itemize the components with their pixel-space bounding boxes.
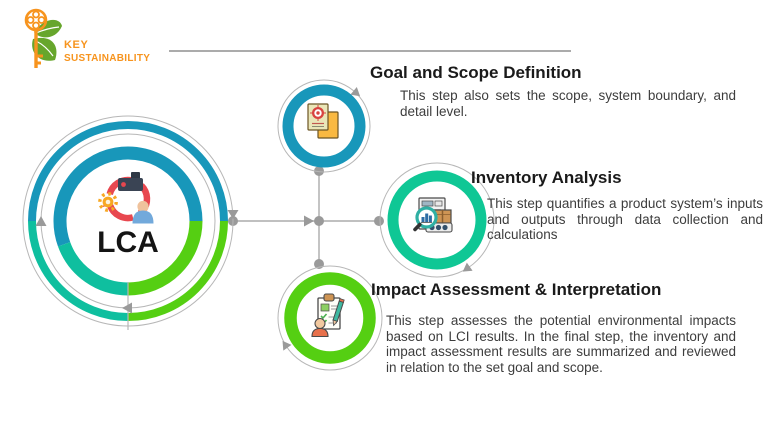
- pencil: [332, 298, 345, 327]
- goal-step-description: This step also sets the scope, system bo…: [400, 88, 736, 119]
- hub-arrow-left-icon: [122, 302, 132, 314]
- impact-guide-circle: [277, 265, 383, 371]
- header-divider-line: [169, 50, 571, 52]
- impact-step-description: This step assesses the potential environ…: [386, 313, 736, 375]
- goal-arrow-icon: [350, 86, 361, 97]
- magnifier-inventory-icon: [413, 197, 453, 233]
- projector-lens: [121, 182, 126, 187]
- lca-hub-rings: [22, 115, 239, 330]
- impact-step-title: Impact Assessment & Interpretation: [371, 280, 662, 299]
- goal-step-circle: [277, 79, 371, 173]
- hub-inner-ring-green: [127, 220, 203, 296]
- leaf-vein: [35, 26, 60, 34]
- inventory-step-description: This step quantifies a product system’s …: [487, 196, 763, 242]
- inventory-arrow-icon: [462, 262, 473, 272]
- hub-outer-ring-blue: [28, 121, 228, 222]
- brand-name: KEY SUSTAINABILITY: [64, 39, 150, 65]
- hub-outer-ring-green: [127, 220, 228, 321]
- documents-target-icon: [307, 103, 339, 139]
- hub-arrow-up-icon: [35, 216, 47, 226]
- inventory-guide-circle: [379, 162, 495, 278]
- impact-step-circle: [277, 265, 383, 371]
- connector-dot-inventory: [374, 216, 384, 226]
- brand-name-line1: KEY: [64, 39, 89, 51]
- inventory-step-title: Inventory Analysis: [471, 168, 622, 187]
- recycle-process-icon: [98, 172, 154, 224]
- goal-step-title: Goal and Scope Definition: [370, 63, 582, 82]
- inventory-step-circle: [379, 162, 495, 278]
- person-body: [132, 210, 154, 224]
- connector-dot-goal: [314, 166, 324, 176]
- projector-body: [118, 178, 143, 191]
- gear-teeth: [98, 192, 118, 212]
- hub-inner-ring-blue: [53, 146, 203, 247]
- hub-label: LCA: [97, 226, 159, 259]
- key-leaf-icon: [24, 8, 62, 68]
- gear-hole: [105, 199, 111, 205]
- clipboard-review-icon: [311, 293, 345, 338]
- connector-arrow-right-icon: [304, 215, 314, 227]
- brand-name-line2: SUSTAINABILITY: [64, 53, 151, 64]
- impact-arrow-icon: [282, 340, 292, 351]
- hub-inner-ring-teal: [57, 241, 129, 296]
- hub-outer-ring-teal: [28, 220, 129, 321]
- key-glyph: [24, 8, 48, 68]
- person-head: [137, 200, 149, 213]
- goal-guide-circle: [277, 79, 371, 173]
- hub-arrow-down-icon: [227, 210, 239, 219]
- connector-dot-junction: [314, 216, 324, 226]
